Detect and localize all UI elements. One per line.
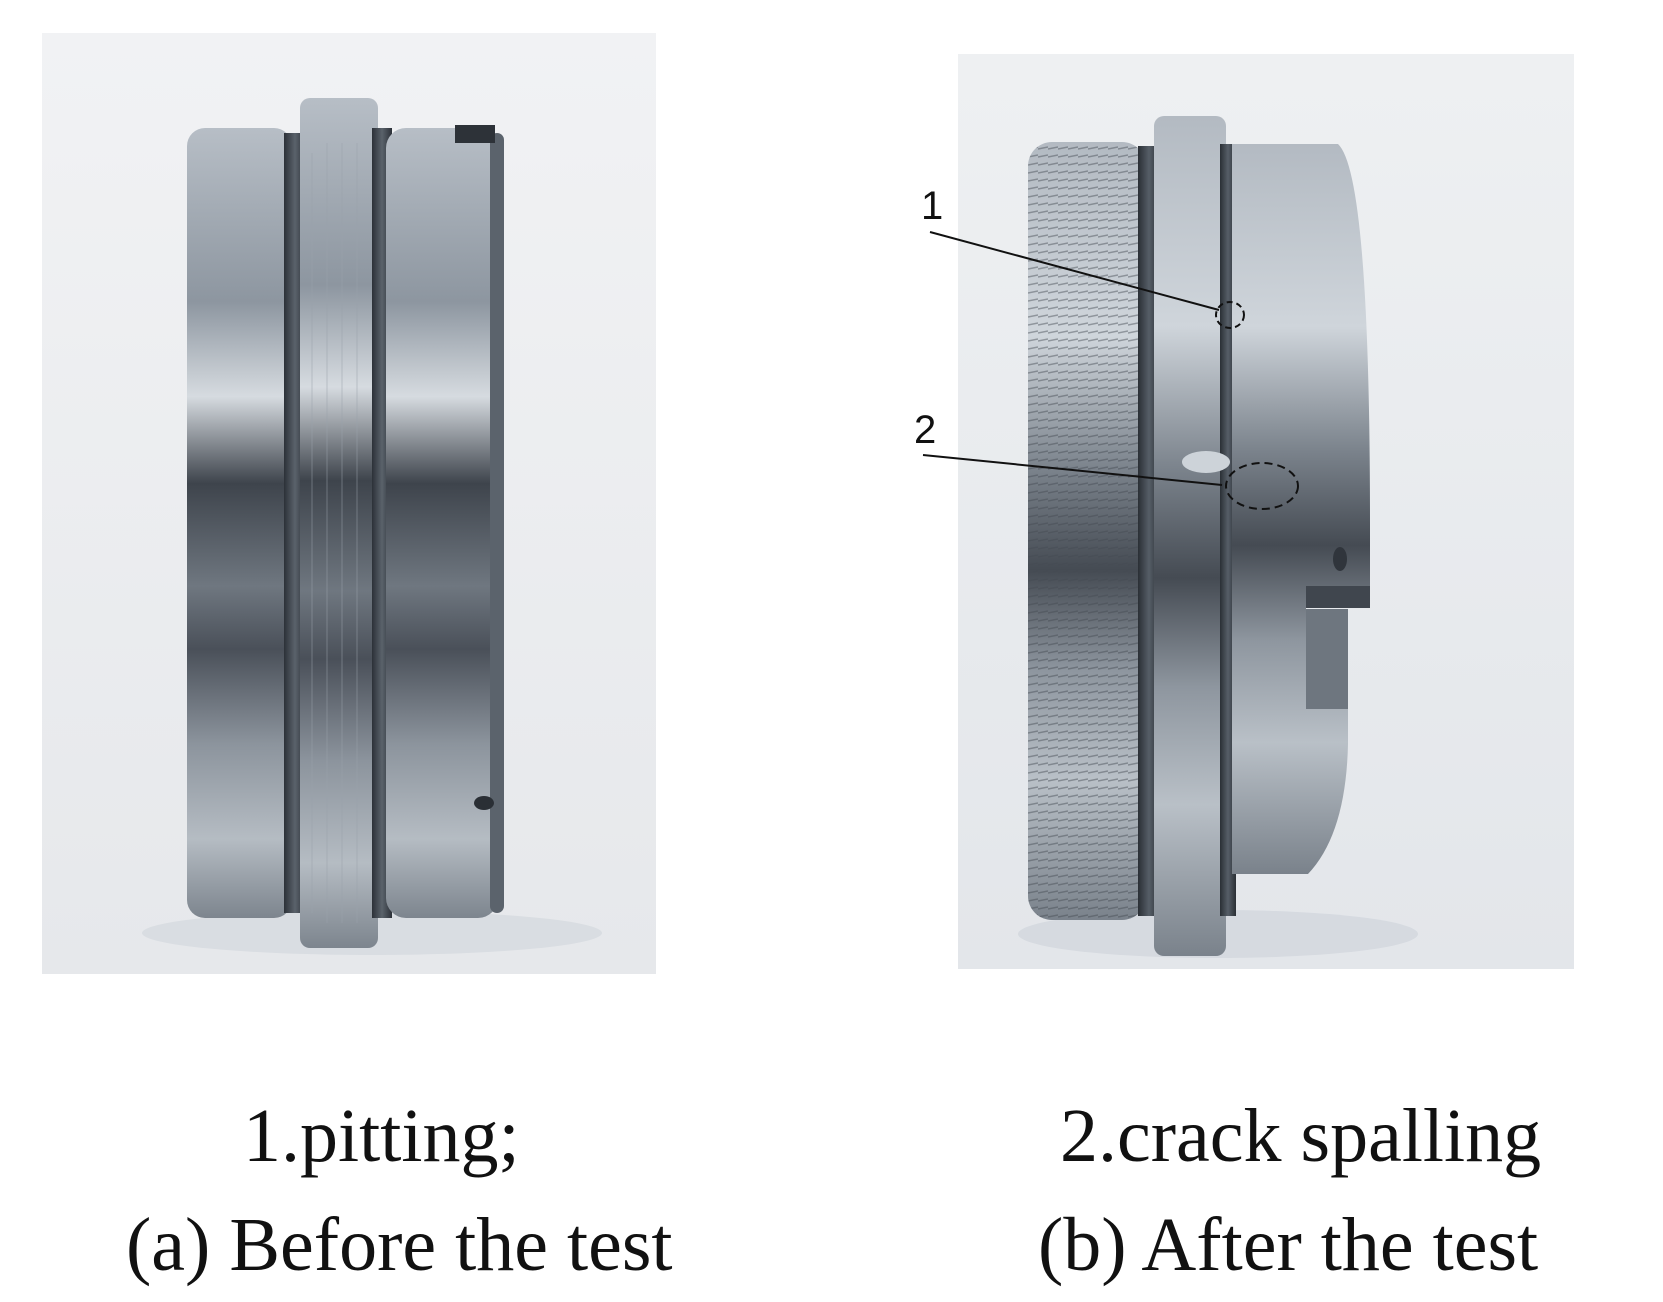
caption-before-test: (a) Before the test: [126, 1203, 673, 1287]
legend-crack-spalling: 2.crack spalling: [1060, 1094, 1542, 1178]
legend-pitting: 1.pitting;: [243, 1094, 520, 1178]
bearing-photo-before: [42, 33, 656, 974]
bearing-photo-after: [958, 54, 1574, 969]
defect-marker-2: 2: [914, 408, 937, 452]
defect-marker-1: 1: [921, 184, 944, 228]
caption-after-test: (b) After the test: [1038, 1203, 1539, 1287]
